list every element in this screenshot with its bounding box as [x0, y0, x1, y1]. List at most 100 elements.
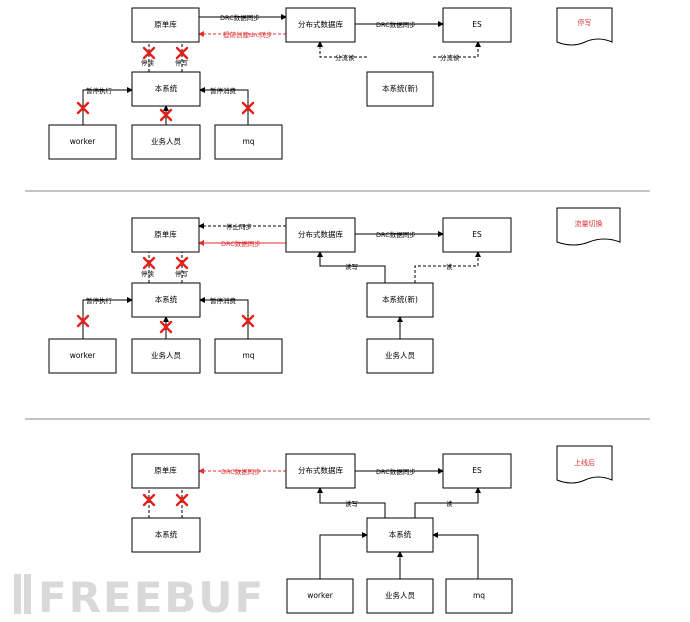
- node-staff: 业务人员: [131, 338, 201, 374]
- svg-text:停写: 停写: [578, 18, 592, 27]
- note-traffic-switch: 流量切换: [556, 207, 621, 246]
- edge-read: [414, 251, 481, 283]
- svg-text:mq: mq: [242, 137, 254, 146]
- scene-stop-write: DRC数据同步 提前创建drc同步 DRC数据同步 分流读 分流读 停读 停写 …: [48, 7, 613, 160]
- svg-text:业务人员: 业务人员: [151, 136, 181, 146]
- edge-pause-consume: [199, 297, 249, 339]
- edge-pause-exec: [82, 297, 133, 339]
- freebuf-watermark-logo: FREEBUF: [14, 573, 265, 622]
- svg-text:ES: ES: [472, 230, 482, 239]
- note-after-launch: 上线后: [556, 445, 613, 484]
- node-worker: worker: [48, 338, 117, 374]
- svg-text:本系统(新): 本系统(新): [382, 294, 418, 304]
- edge-shunt-read-db: [317, 41, 367, 58]
- edge-label: DRC数据同步: [221, 239, 261, 248]
- node-new-system: 本系统(新): [366, 71, 434, 107]
- edge-label: 读: [446, 262, 453, 271]
- svg-text:FREEBUF: FREEBUF: [38, 573, 265, 622]
- edge-label: 停读: [141, 269, 155, 278]
- edge-read-write: [317, 251, 386, 283]
- svg-text:原单库: 原单库: [154, 465, 177, 475]
- node-es: ES: [442, 453, 512, 489]
- svg-text:worker: worker: [70, 351, 96, 360]
- node-es: ES: [442, 7, 512, 43]
- edge-label: 提前创建drc同步: [223, 30, 273, 39]
- node-mq: mq: [445, 578, 513, 614]
- edge-label: 读写: [345, 499, 358, 508]
- node-this-system: 本系统: [131, 71, 201, 107]
- node-es: ES: [442, 217, 512, 253]
- svg-text:原单库: 原单库: [154, 229, 177, 239]
- node-distributed-db: 分布式数据库: [285, 217, 356, 253]
- svg-text:mq: mq: [473, 591, 485, 600]
- edge-label: 停写: [175, 58, 188, 67]
- svg-text:worker: worker: [307, 591, 333, 600]
- edge-label: 分流读: [335, 53, 355, 62]
- note-stop-write: 停写: [556, 7, 613, 46]
- svg-text:ES: ES: [472, 466, 482, 475]
- svg-text:mq: mq: [242, 351, 254, 360]
- x-mark-icon: [159, 320, 173, 334]
- x-mark-icon: [175, 46, 189, 60]
- x-mark-icon: [159, 108, 173, 122]
- edge-mq: [432, 532, 479, 579]
- x-mark-icon: [76, 101, 90, 115]
- node-distributed-db: 分布式数据库: [285, 7, 356, 43]
- svg-text:业务人员: 业务人员: [151, 350, 181, 360]
- edge-label: DRC数据同步: [376, 230, 416, 239]
- x-mark-icon: [76, 314, 90, 328]
- node-source-db: 原单库: [131, 453, 200, 489]
- svg-text:本系统: 本系统: [155, 529, 178, 539]
- edge-label: 暂停执行: [86, 86, 113, 95]
- svg-text:流量切换: 流量切换: [575, 219, 603, 228]
- edge-label: 暂停消费: [210, 86, 237, 95]
- svg-text:分布式数据库: 分布式数据库: [298, 19, 343, 29]
- svg-text:上线后: 上线后: [574, 458, 595, 467]
- svg-text:ES: ES: [472, 20, 482, 29]
- edge-label: DRC数据同步: [221, 467, 261, 476]
- svg-text:业务人员: 业务人员: [385, 590, 415, 600]
- svg-text:本系统: 本系统: [155, 83, 178, 93]
- edge-label: 读: [446, 499, 453, 508]
- node-staff-new: 业务人员: [366, 338, 434, 374]
- node-staff: 业务人员: [131, 124, 201, 160]
- node-old-system: 本系统: [131, 517, 201, 553]
- node-source-db: 原单库: [131, 7, 200, 43]
- svg-text:原单库: 原单库: [154, 19, 177, 29]
- edge-label: 读写: [345, 262, 358, 271]
- edge-label: 停止同步: [226, 222, 253, 231]
- edge-label: DRC数据同步: [376, 20, 416, 29]
- node-worker: worker: [48, 124, 117, 160]
- x-mark-icon: [142, 493, 156, 507]
- node-distributed-db: 分布式数据库: [285, 453, 356, 489]
- scene-after-launch: DRC数据同步 DRC数据同步 读写 读 原单库 分布式数据库 ES 本系统 本…: [131, 445, 613, 614]
- node-new-system: 本系统(新): [366, 282, 434, 318]
- svg-text:本系统(新): 本系统(新): [382, 83, 418, 93]
- svg-text:本系统: 本系统: [389, 529, 412, 539]
- x-mark-icon: [241, 101, 255, 115]
- edge-label: 暂停执行: [86, 296, 113, 305]
- edge-read-write: [317, 487, 386, 518]
- edge-label: 分流读: [440, 53, 460, 62]
- edge-label: DRC数据同步: [220, 13, 260, 22]
- x-mark-icon: [175, 493, 189, 507]
- edge-read: [414, 487, 481, 518]
- scene-traffic-switch: 停止同步 DRC数据同步 DRC数据同步 读写 读 停读 停写 暂停执行 暂停消…: [48, 207, 621, 374]
- node-worker: worker: [286, 578, 354, 614]
- x-mark-icon: [175, 256, 189, 270]
- node-mq: mq: [214, 338, 283, 374]
- edge-label: 停读: [141, 58, 155, 67]
- svg-text:分布式数据库: 分布式数据库: [298, 465, 343, 475]
- x-mark-icon: [142, 256, 156, 270]
- node-source-db: 原单库: [131, 217, 200, 253]
- node-staff: 业务人员: [366, 578, 434, 614]
- edge-label: 暂停消费: [210, 296, 237, 305]
- node-mq: mq: [214, 124, 283, 160]
- svg-text:分布式数据库: 分布式数据库: [298, 229, 343, 239]
- node-this-system: 本系统: [366, 517, 434, 553]
- node-this-system: 本系统: [131, 282, 201, 318]
- x-mark-icon: [241, 314, 255, 328]
- x-mark-icon: [142, 46, 156, 60]
- svg-text:worker: worker: [70, 137, 96, 146]
